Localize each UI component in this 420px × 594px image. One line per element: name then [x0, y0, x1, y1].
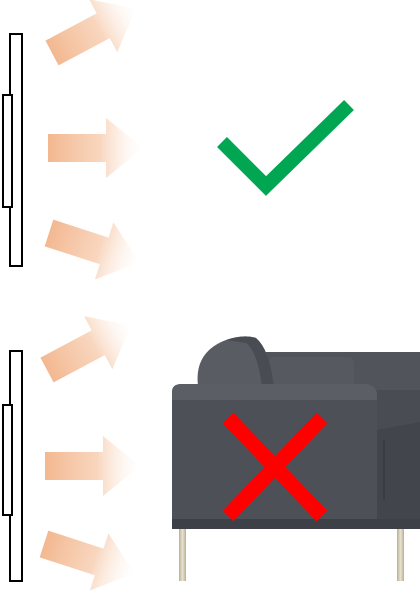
radiator-panel-icon: [2, 33, 23, 267]
radiator-panel-icon: [2, 350, 23, 582]
heat-arrow-icon: [40, 316, 131, 383]
heat-arrow-icon: [45, 436, 140, 496]
heat-arrow-icon: [44, 219, 140, 280]
heat-arrow-icon: [48, 118, 143, 178]
heat-arrow-icon: [45, 0, 136, 66]
heat-arrow-icon: [39, 530, 135, 591]
cross-icon: [222, 412, 328, 522]
scene-correct: [2, 0, 354, 280]
checkmark-icon: [217, 99, 354, 196]
sofa-icon: [172, 336, 420, 581]
scene-incorrect: [2, 316, 420, 591]
